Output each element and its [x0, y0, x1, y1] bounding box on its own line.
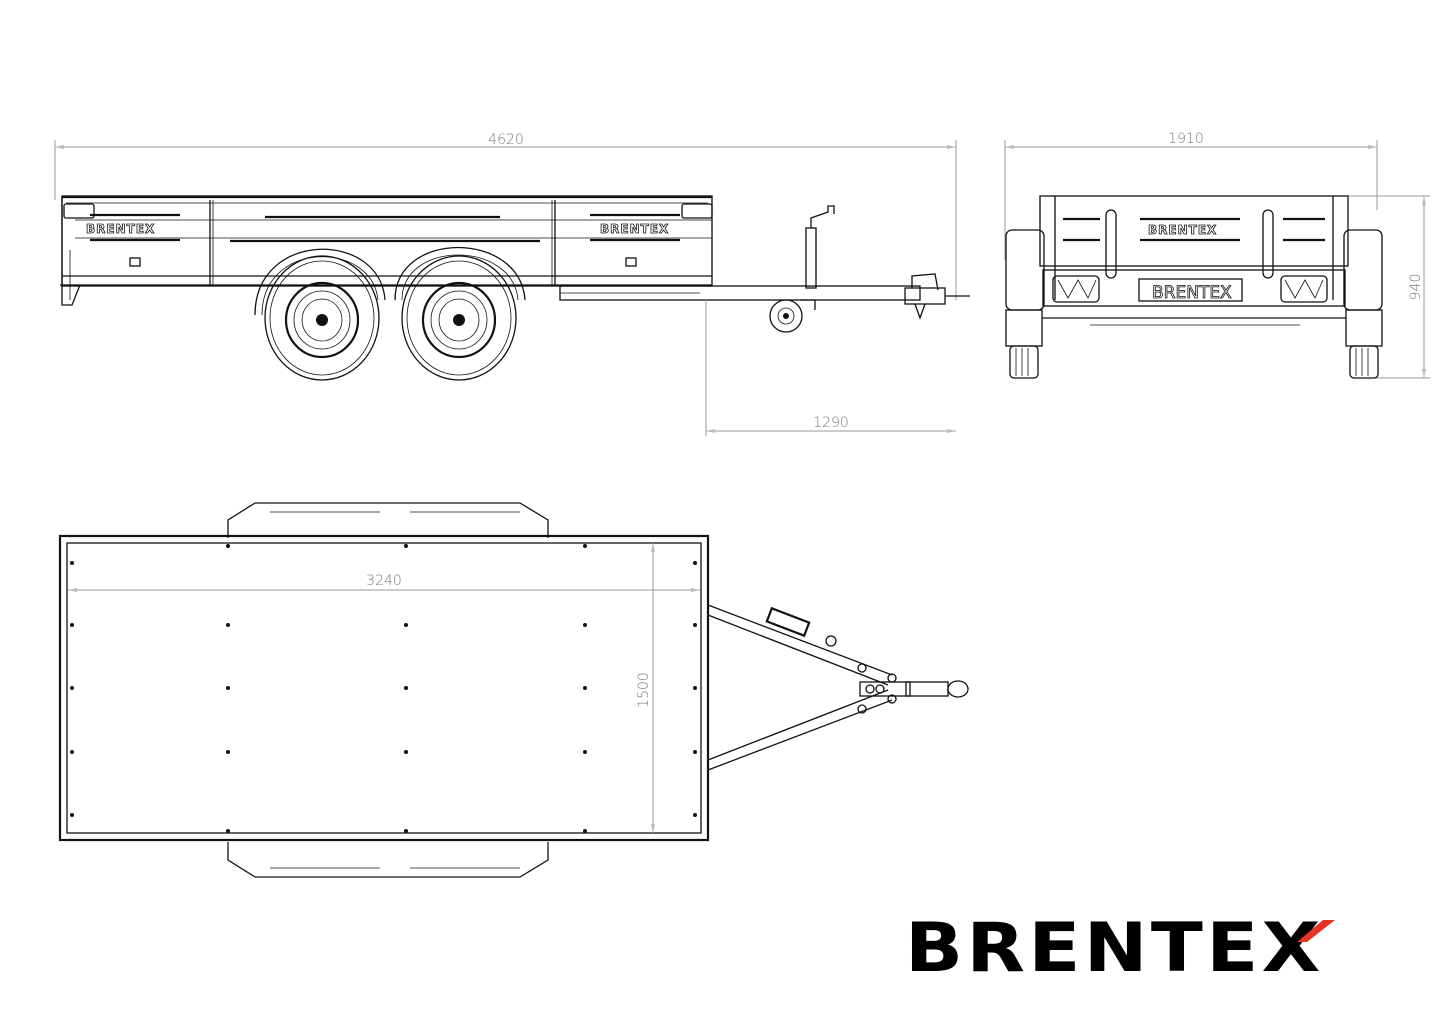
overall-width-label: 1910	[1168, 131, 1204, 147]
height-label: 940	[1408, 274, 1424, 301]
bed-bolts	[70, 544, 697, 833]
brand-logo-text: BRENTEX	[905, 909, 1324, 988]
dimension-height: 940	[1345, 195, 1430, 379]
side-view: 4620 BRENTEX BRENTEX	[54, 132, 970, 436]
dimension-overall-width: 1910	[1004, 131, 1378, 260]
side-panel-logo-left: BRENTEX	[86, 222, 155, 236]
license-plate-text: BRENTEX	[1152, 283, 1232, 303]
bed-width-label: 1500	[636, 672, 652, 708]
side-panel-logo-right: BRENTEX	[600, 222, 669, 236]
dimension-drawbar-length: 1290	[705, 300, 956, 436]
overall-length-label: 4620	[488, 132, 524, 148]
a-frame-drawbar	[707, 604, 969, 771]
jockey-wheel	[769, 205, 835, 333]
coupling-head	[904, 273, 970, 320]
bed-length-label: 3240	[366, 573, 402, 589]
side-wheel-front	[401, 255, 517, 381]
top-view: 3240 1500	[58, 502, 969, 878]
dimension-bed-width: 1500	[636, 543, 655, 833]
drawbar-length-label: 1290	[813, 415, 849, 431]
dimension-bed-length: 3240	[68, 573, 700, 592]
dimension-overall-length: 4620	[54, 132, 957, 300]
rear-view: 1910 940 BRENTEX BRENTEX	[1004, 131, 1430, 379]
rear-panel-logo: BRENTEX	[1148, 223, 1217, 237]
brand-accent-slash-icon	[1297, 920, 1335, 942]
side-wheel-rear	[264, 255, 380, 381]
